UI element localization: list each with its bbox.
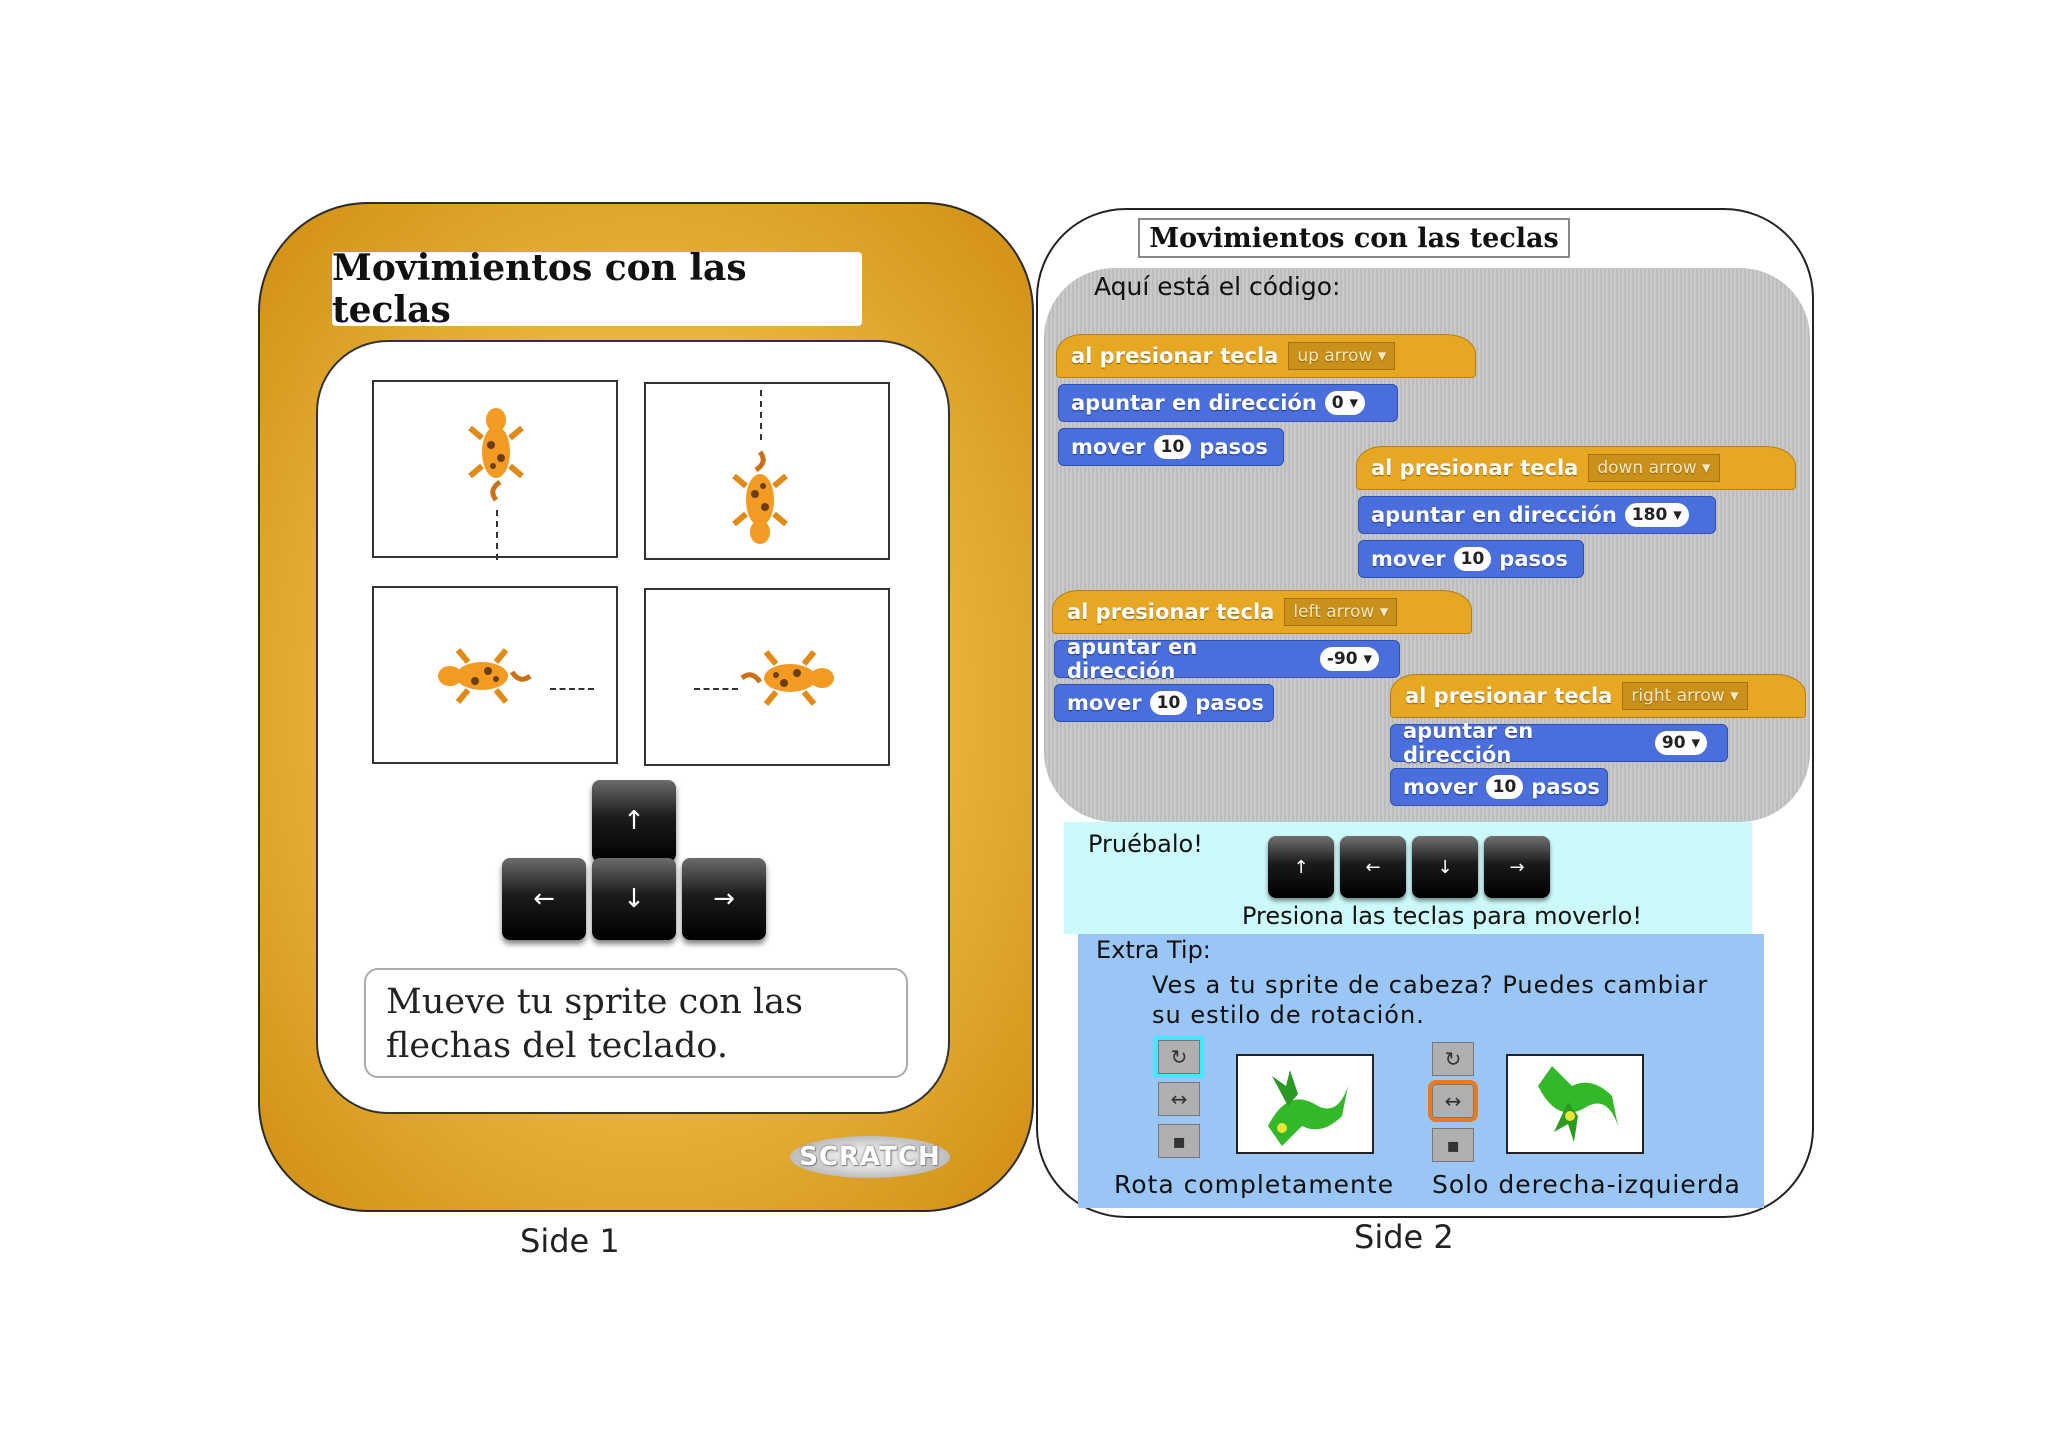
hat-label: al presionar tecla — [1371, 456, 1579, 480]
direction-value: 90 — [1661, 733, 1686, 753]
sprite-up-frame — [372, 380, 618, 560]
steps-input[interactable]: 10 — [1149, 691, 1188, 715]
block-label-unit: pasos — [1199, 435, 1268, 459]
hat-label: al presionar tecla — [1071, 344, 1279, 368]
hat-label: al presionar tecla — [1067, 600, 1275, 624]
side1-title: Movimientos con las teclas — [332, 247, 862, 331]
side1-caption: Mueve tu sprite con las flechas del tecl… — [364, 968, 908, 1078]
block-label-unit: pasos — [1499, 547, 1568, 571]
key-dropdown[interactable]: down arrow ▾ — [1588, 454, 1720, 482]
block-label: apuntar en dirección — [1371, 503, 1617, 527]
arrow-left-key-icon[interactable]: ← — [1340, 836, 1406, 898]
key-dropdown-value: down arrow — [1597, 458, 1697, 478]
point-in-direction-block[interactable]: apuntar en dirección -90 ▾ — [1054, 635, 1400, 683]
direction-value: -90 — [1326, 649, 1358, 669]
block-label: mover — [1371, 547, 1446, 571]
point-in-direction-block[interactable]: apuntar en dirección 90 ▾ — [1390, 719, 1728, 767]
steps-input[interactable]: 10 — [1485, 775, 1524, 799]
direction-value: 0 — [1331, 393, 1344, 413]
arrow-up-key-icon: ↑ — [592, 780, 676, 862]
move-steps-block[interactable]: mover 10 pasos — [1058, 428, 1284, 466]
steps-input[interactable]: 10 — [1153, 435, 1192, 459]
block-label-unit: pasos — [1531, 775, 1600, 799]
left-right-only-icon[interactable]: ↔ — [1428, 1080, 1478, 1122]
dont-rotate-icon[interactable]: ▪ — [1158, 1124, 1200, 1158]
try-it-panel — [1064, 822, 1752, 934]
sprite-left-frame — [372, 586, 618, 764]
key-dropdown-value: right arrow — [1631, 686, 1725, 706]
key-dropdown[interactable]: left arrow ▾ — [1284, 598, 1398, 626]
rotate-all-around-icon[interactable]: ↻ — [1154, 1036, 1204, 1078]
rotate-all-caption: Rota completamente — [1114, 1170, 1395, 1199]
point-in-direction-block[interactable]: apuntar en dirección 180 ▾ — [1358, 496, 1716, 534]
key-dropdown[interactable]: up arrow ▾ — [1288, 342, 1396, 370]
try-it-label: Pruébalo! — [1088, 830, 1203, 858]
gecko-sprite-up — [468, 408, 524, 502]
block-label: mover — [1071, 435, 1146, 459]
direction-value: 180 — [1631, 505, 1668, 525]
block-label-unit: pasos — [1195, 691, 1264, 715]
direction-guide — [550, 688, 594, 690]
stage-preview-left-right — [1506, 1054, 1644, 1154]
block-label: apuntar en dirección — [1071, 391, 1317, 415]
direction-input[interactable]: 0 ▾ — [1324, 391, 1366, 415]
side1-label: Side 1 — [520, 1222, 620, 1260]
dragon-sprite-upside-down — [1268, 1070, 1348, 1146]
arrow-left-key-icon: ← — [502, 858, 586, 940]
arrow-right-key-icon[interactable]: → — [1484, 836, 1550, 898]
scratch-logo: SCRATCH — [790, 1136, 950, 1178]
direction-guide — [694, 688, 738, 690]
hat-label: al presionar tecla — [1405, 684, 1613, 708]
arrow-up-key-icon[interactable]: ↑ — [1268, 836, 1334, 898]
arrow-down-key-icon: ↓ — [592, 858, 676, 940]
block-label: apuntar en dirección — [1403, 719, 1534, 767]
move-steps-block[interactable]: mover 10 pasos — [1358, 540, 1584, 578]
key-dropdown-value: up arrow — [1297, 346, 1373, 366]
code-label: Aquí está el código: — [1094, 272, 1341, 301]
side2-title: Movimientos con las teclas — [1138, 218, 1570, 258]
direction-input[interactable]: 90 ▾ — [1654, 731, 1707, 755]
extra-tip-label: Extra Tip: — [1096, 936, 1211, 964]
try-it-caption: Presiona las teclas para moverlo! — [1242, 902, 1642, 930]
when-key-pressed-block[interactable]: al presionar tecla left arrow ▾ — [1052, 590, 1472, 634]
key-dropdown-value: left arrow — [1293, 602, 1375, 622]
when-key-pressed-block[interactable]: al presionar tecla down arrow ▾ — [1356, 446, 1796, 490]
when-key-pressed-block[interactable]: al presionar tecla right arrow ▾ — [1390, 674, 1806, 718]
block-label: mover — [1403, 775, 1478, 799]
when-key-pressed-block[interactable]: al presionar tecla up arrow ▾ — [1056, 334, 1476, 378]
left-right-caption: Solo derecha-izquierda — [1432, 1170, 1741, 1199]
direction-guide — [760, 390, 762, 440]
move-steps-block[interactable]: mover 10 pasos — [1390, 768, 1608, 806]
rotate-all-around-icon[interactable]: ↻ — [1432, 1042, 1474, 1076]
gecko-sprite-down — [732, 450, 788, 544]
direction-guide — [496, 510, 498, 560]
block-label: apuntar en dirección — [1067, 635, 1198, 683]
sprite-down-frame — [644, 382, 890, 560]
sprite-right-frame — [644, 588, 890, 766]
arrow-down-key-icon[interactable]: ↓ — [1412, 836, 1478, 898]
steps-input[interactable]: 10 — [1453, 547, 1492, 571]
side2-label: Side 2 — [1354, 1218, 1454, 1256]
move-steps-block[interactable]: mover 10 pasos — [1054, 684, 1274, 722]
gecko-sprite-left — [438, 648, 532, 704]
direction-input[interactable]: 180 ▾ — [1624, 503, 1689, 527]
stage-preview-rotate — [1236, 1054, 1374, 1154]
left-right-only-icon[interactable]: ↔ — [1158, 1082, 1200, 1116]
point-in-direction-block[interactable]: apuntar en dirección 0 ▾ — [1058, 384, 1398, 422]
gecko-sprite-right — [740, 650, 834, 706]
block-label: mover — [1067, 691, 1142, 715]
key-dropdown[interactable]: right arrow ▾ — [1622, 682, 1748, 710]
extra-tip-text: Ves a tu sprite de cabeza? Puedes cambia… — [1152, 971, 1709, 1029]
dont-rotate-icon[interactable]: ▪ — [1432, 1128, 1474, 1162]
dragon-sprite-upright — [1538, 1066, 1618, 1142]
arrow-right-key-icon: → — [682, 858, 766, 940]
direction-input[interactable]: -90 ▾ — [1319, 647, 1379, 671]
